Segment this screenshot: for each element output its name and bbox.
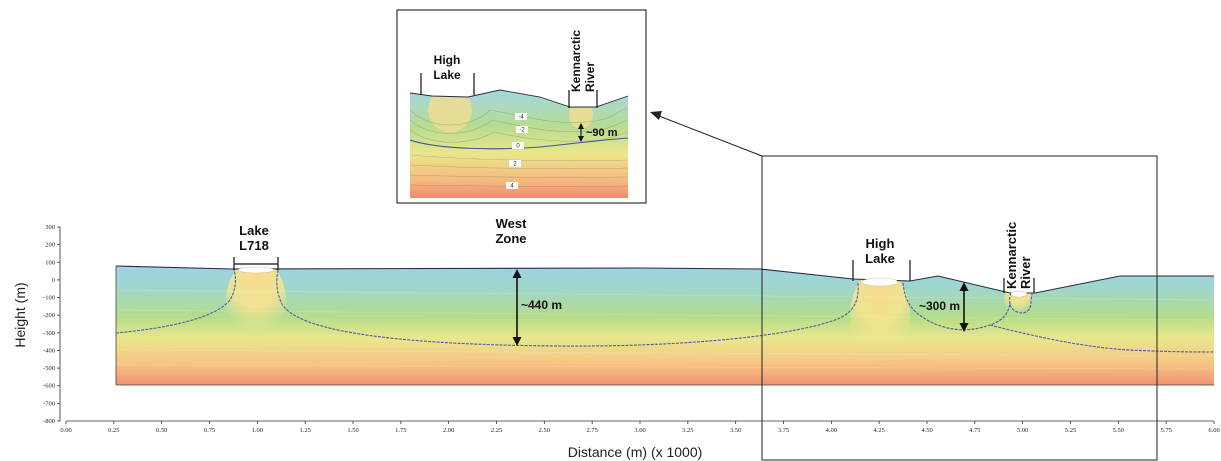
x-axis-title: Distance (m) (x 1000) [568, 444, 703, 460]
svg-text:High: High [866, 236, 895, 251]
high-lake-depth-arrow [959, 282, 969, 332]
kennarctic-river-bracket [1003, 278, 1035, 293]
svg-text:Kennarctic: Kennarctic [1004, 222, 1019, 289]
x-tick-label: 3.75 [778, 427, 789, 434]
inset-label-high-lake: High Lake [433, 53, 461, 82]
x-tick-label: 4.75 [969, 427, 980, 434]
callout-arrowhead [650, 111, 662, 120]
x-tick-label: 0.75 [204, 427, 215, 434]
y-tick-label: 300 [45, 224, 55, 231]
x-tick-label: 0.50 [156, 427, 167, 434]
lake-l718-basin [237, 266, 275, 274]
y-tick-label: -100 [43, 295, 55, 302]
feature-label-kennarctic-river: Kennarctic River [1004, 222, 1033, 289]
contour-label: -4 [518, 115, 524, 121]
contour-label-box [512, 142, 524, 149]
section-body [116, 266, 1214, 385]
y-tick-label: -600 [43, 383, 55, 390]
x-tick-label: 4.00 [826, 427, 837, 434]
contour-label-box [506, 182, 518, 189]
svg-text:Lake: Lake [865, 251, 895, 266]
x-tick-label: 3.50 [730, 427, 741, 434]
dividing-flow-line [115, 269, 1215, 353]
callout-arrow-line [658, 115, 763, 157]
contour-label: -2 [519, 128, 525, 134]
inset-label-kennarctic-river: Kennarctic River [569, 30, 597, 92]
y-axis: 300 200 100 0 -100 -200 -300 -400 -500 -600 -700 -8… [43, 224, 61, 425]
x-tick-label: 3.00 [634, 427, 645, 434]
high-lake-bracket [852, 260, 911, 281]
x-tick-label: 2.50 [539, 427, 550, 434]
y-tick-label: 0 [52, 277, 55, 284]
inset-high-lake-bracket [420, 73, 475, 95]
svg-text:L718: L718 [239, 238, 269, 253]
kennarctic-river-basin [1010, 290, 1028, 298]
svg-text:West: West [496, 216, 527, 231]
x-tick-label: 5.25 [1065, 427, 1076, 434]
contour-label-box [516, 126, 528, 133]
inset-depth-arrow [578, 123, 584, 142]
y-tick-label: 100 [45, 259, 55, 266]
x-tick-label: 4.25 [873, 427, 884, 434]
x-tick-label: 0.00 [60, 427, 71, 434]
feature-label-west-zone: West Zone [495, 216, 527, 246]
contour-label: 2 [513, 162, 517, 168]
high-lake-basin [861, 277, 899, 287]
y-tick-label: -200 [43, 312, 55, 319]
y-tick-label: -700 [43, 400, 55, 407]
svg-text:Lake: Lake [239, 223, 269, 238]
x-tick-label: 5.00 [1017, 427, 1028, 434]
x-tick-label: 5.75 [1160, 427, 1171, 434]
contour-label-box [509, 160, 521, 167]
y-tick-label: 200 [45, 242, 55, 249]
svg-text:River: River [1018, 256, 1033, 289]
y-tick-label: -400 [43, 347, 55, 354]
x-tick-label: 6.00 [1208, 427, 1219, 434]
svg-text:Zone: Zone [495, 231, 526, 246]
x-tick-label: 2.75 [586, 427, 597, 434]
svg-text:Kennarctic: Kennarctic [569, 30, 583, 92]
x-tick-label: 3.25 [682, 427, 693, 434]
contour-label: 0 [516, 144, 520, 150]
svg-text:High: High [434, 53, 461, 67]
lake-l718-bracket [233, 257, 279, 270]
zoom-region-box [761, 155, 1158, 461]
west-zone-depth-label: ~440 m [521, 298, 562, 312]
feature-label-lake-l718: Lake L718 [239, 223, 269, 253]
feature-label-high-lake: High Lake [865, 236, 895, 266]
x-tick-label: 2.25 [491, 427, 502, 434]
x-tick-label: 2.00 [443, 427, 454, 434]
x-tick-label: 5.50 [1113, 427, 1124, 434]
high-lake-depth-label: ~300 m [919, 299, 960, 313]
y-tick-label: -800 [43, 418, 55, 425]
svg-text:River: River [583, 62, 597, 92]
contour-label-box [515, 113, 527, 120]
inset-depth-label: ~90 m [586, 127, 618, 139]
contour-label: 4 [510, 184, 514, 190]
inset-surface-line [409, 89, 629, 108]
x-tick-label: 1.25 [299, 427, 310, 434]
west-zone-depth-arrow [512, 269, 522, 346]
x-tick-label: 1.00 [252, 427, 263, 434]
x-tick-label: 4.50 [921, 427, 932, 434]
y-tick-label: -500 [43, 365, 55, 372]
x-axis: 0.00 0.25 0.50 0.75 1.00 1.25 1.50 1.75 2.00 2.25… [60, 420, 1220, 434]
inset-contour-labels: -4 -2 0 2 4 [506, 113, 528, 190]
inset-kennarctic-bracket [568, 90, 598, 108]
y-tick-label: -300 [43, 330, 55, 337]
x-tick-label: 0.25 [108, 427, 119, 434]
svg-text:Lake: Lake [433, 68, 461, 82]
x-tick-label: 1.75 [395, 427, 406, 434]
x-tick-label: 1.50 [347, 427, 358, 434]
y-axis-title: Height (m) [12, 282, 28, 347]
